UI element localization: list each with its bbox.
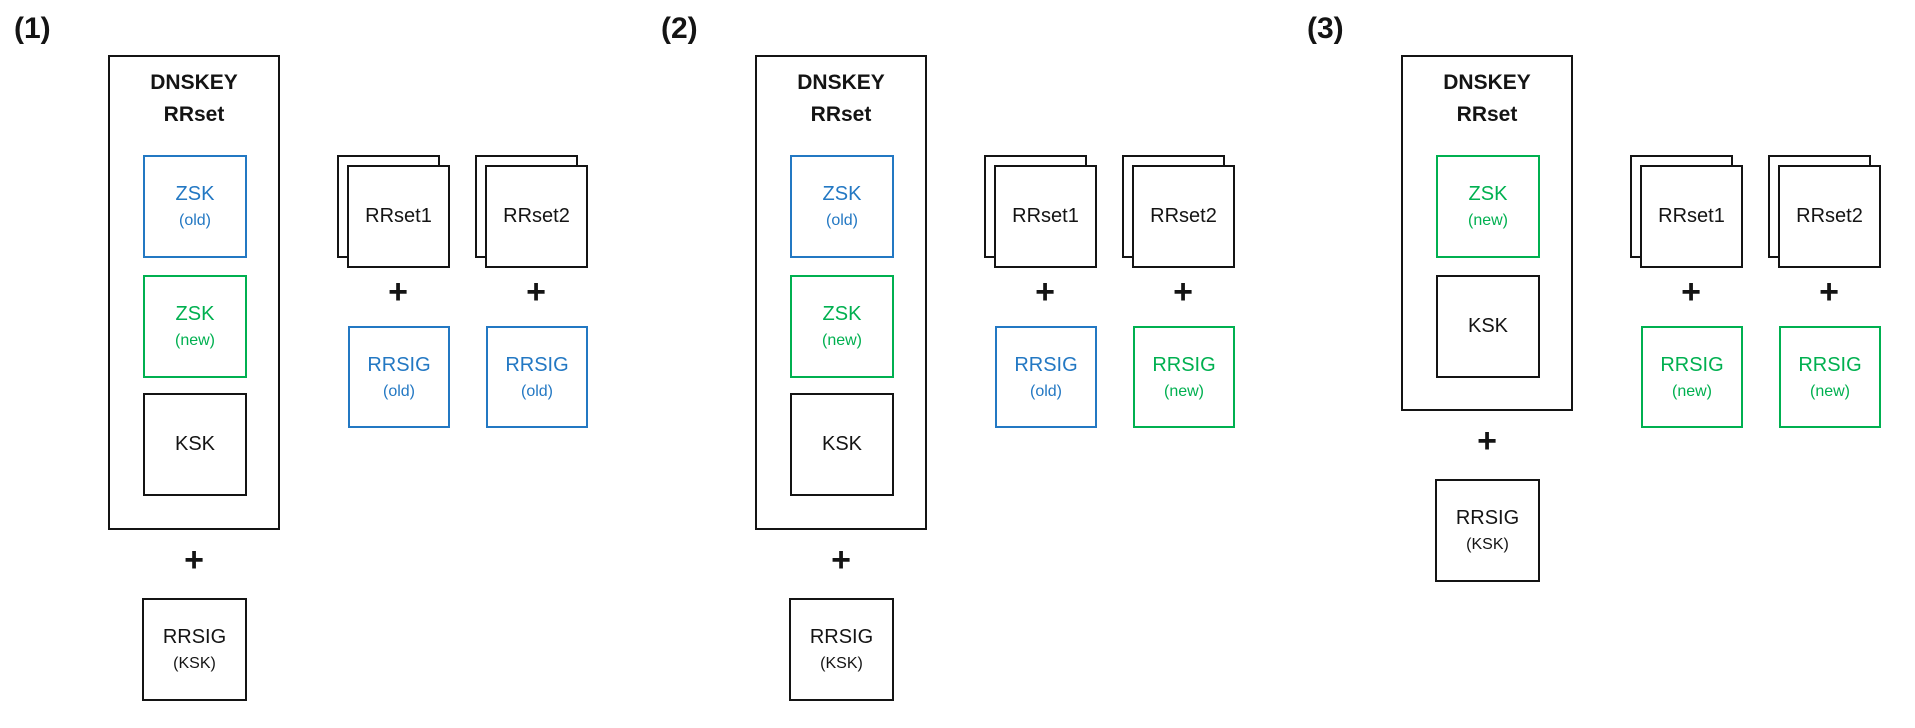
- rrset2-label: RRset2: [1796, 205, 1863, 227]
- rrsig-label: RRSIG: [1660, 353, 1724, 376]
- rrsig-label: RRSIG: [1014, 353, 1078, 376]
- rrsig-qualifier: (new): [1809, 382, 1850, 400]
- panel-number-label: (3): [1307, 12, 1344, 45]
- dnskey-title-line2: RRset: [1456, 102, 1518, 126]
- dnskey-rrset-box: DNSKEY RRset ZSK (old) ZSK (new) KSK: [755, 55, 927, 530]
- rrsig-old-box: RRSIG (old): [995, 326, 1097, 428]
- key-name: ZSK: [175, 303, 215, 325]
- plus-sign: +: [831, 541, 851, 579]
- zsk-new-key-box: ZSK (new): [790, 275, 894, 378]
- plus-sign: +: [1477, 422, 1497, 460]
- rollover-step-3-panel: (3) DNSKEY RRset ZSK (new) KSK + RRSIG (…: [1293, 0, 1903, 728]
- dnskey-title-line2: RRset: [163, 102, 225, 126]
- dnskey-title-line1: DNSKEY: [150, 71, 238, 94]
- dnskey-rrset-title: DNSKEY RRset: [757, 57, 925, 130]
- rrsig-ksk-box: RRSIG (KSK): [789, 598, 894, 701]
- key-name: ZSK: [1468, 183, 1508, 205]
- ksk-key-box: KSK: [790, 393, 894, 496]
- zsk-new-key-box: ZSK (new): [1436, 155, 1540, 258]
- rrsig-new-box: RRSIG (new): [1133, 326, 1235, 428]
- rrset1-label: RRset1: [1658, 205, 1725, 227]
- plus-sign: +: [1173, 273, 1193, 311]
- key-name: KSK: [821, 433, 863, 455]
- rrsig-old-box: RRSIG (old): [486, 326, 588, 428]
- rrset1-box: RRset1: [1640, 165, 1743, 268]
- key-qualifier: (old): [825, 212, 858, 229]
- rrsig-ksk-box: RRSIG (KSK): [142, 598, 247, 701]
- zsk-old-key-box: ZSK (old): [143, 155, 247, 258]
- dnskey-title-line1: DNSKEY: [1443, 71, 1531, 94]
- key-name: ZSK: [175, 183, 215, 205]
- rrsig-label: RRSIG: [1798, 353, 1862, 376]
- rrsig-qualifier: (old): [382, 382, 415, 400]
- panel-number-label: (1): [14, 12, 51, 45]
- rrset2-label: RRset2: [1150, 205, 1217, 227]
- rrset2-box: RRset2: [485, 165, 588, 268]
- rrset2-label: RRset2: [503, 205, 570, 227]
- rrset2-box: RRset2: [1778, 165, 1881, 268]
- rrsig-qualifier: (KSK): [173, 655, 216, 672]
- rrsig-label: RRSIG: [162, 626, 227, 648]
- rollover-step-2-panel: (2) DNSKEY RRset ZSK (old) ZSK (new) KSK…: [647, 0, 1257, 728]
- key-name: KSK: [1467, 315, 1509, 337]
- zsk-old-key-box: ZSK (old): [790, 155, 894, 258]
- rrsig-qualifier: (old): [520, 382, 553, 400]
- key-qualifier: (new): [1467, 212, 1508, 229]
- rrset1-box: RRset1: [994, 165, 1097, 268]
- dnskey-rrset-box: DNSKEY RRset ZSK (old) ZSK (new) KSK: [108, 55, 280, 530]
- dnskey-rrset-box: DNSKEY RRset ZSK (new) KSK: [1401, 55, 1573, 411]
- key-qualifier: (new): [174, 332, 215, 349]
- dnskey-title-line2: RRset: [810, 102, 872, 126]
- rrsig-qualifier: (new): [1671, 382, 1712, 400]
- rrsig-new-box: RRSIG (new): [1779, 326, 1881, 428]
- dnskey-rrset-title: DNSKEY RRset: [1403, 57, 1571, 130]
- key-qualifier: (new): [821, 332, 862, 349]
- rrset1-label: RRset1: [365, 205, 432, 227]
- rrsig-qualifier: (old): [1029, 382, 1062, 400]
- panel-number-label: (2): [661, 12, 698, 45]
- rrsig-qualifier: (new): [1163, 382, 1204, 400]
- key-name: ZSK: [822, 183, 862, 205]
- plus-sign: +: [1681, 273, 1701, 311]
- rrsig-old-box: RRSIG (old): [348, 326, 450, 428]
- rrsig-qualifier: (KSK): [1466, 536, 1509, 553]
- dnskey-title-line1: DNSKEY: [797, 71, 885, 94]
- plus-sign: +: [388, 273, 408, 311]
- zsk-new-key-box: ZSK (new): [143, 275, 247, 378]
- ksk-key-box: KSK: [1436, 275, 1540, 378]
- rrset1-label: RRset1: [1012, 205, 1079, 227]
- rrsig-label: RRSIG: [809, 626, 874, 648]
- plus-sign: +: [526, 273, 546, 311]
- plus-sign: +: [1035, 273, 1055, 311]
- rrsig-ksk-box: RRSIG (KSK): [1435, 479, 1540, 582]
- ksk-key-box: KSK: [143, 393, 247, 496]
- plus-sign: +: [184, 541, 204, 579]
- rrsig-label: RRSIG: [1152, 353, 1216, 376]
- plus-sign: +: [1819, 273, 1839, 311]
- rrset1-box: RRset1: [347, 165, 450, 268]
- key-name: ZSK: [822, 303, 862, 325]
- key-name: KSK: [174, 433, 216, 455]
- rrsig-new-box: RRSIG (new): [1641, 326, 1743, 428]
- dnskey-rrset-title: DNSKEY RRset: [110, 57, 278, 130]
- rrsig-qualifier: (KSK): [820, 655, 863, 672]
- rrsig-label: RRSIG: [1455, 507, 1520, 529]
- rollover-step-1-panel: (1) DNSKEY RRset ZSK (old) ZSK (new) KSK…: [0, 0, 610, 728]
- key-qualifier: (old): [178, 212, 211, 229]
- rrsig-label: RRSIG: [505, 353, 569, 376]
- rrset2-box: RRset2: [1132, 165, 1235, 268]
- rrsig-label: RRSIG: [367, 353, 431, 376]
